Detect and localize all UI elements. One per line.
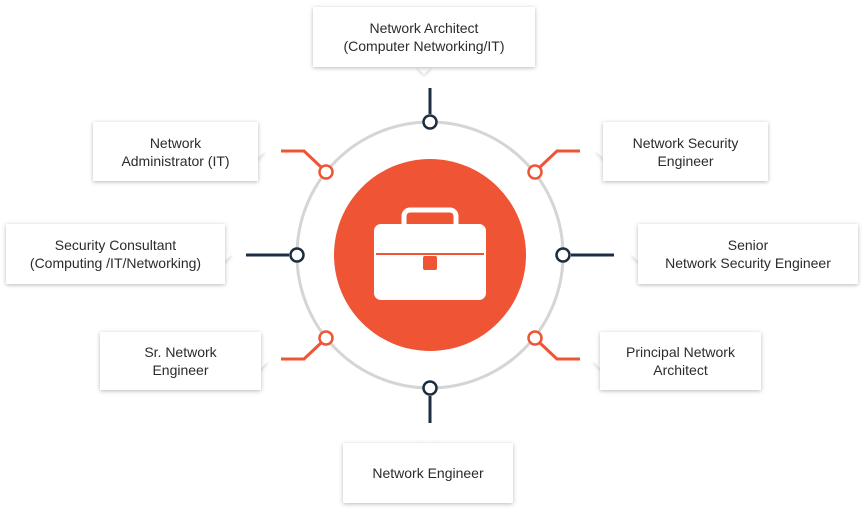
- role-label: Principal Network Architect: [626, 344, 735, 378]
- connector-bottom: [422, 380, 438, 423]
- role-box-upper-right: Network Security Engineer: [595, 122, 768, 181]
- connector-lower-right: [527, 330, 580, 361]
- connector-mid-right: [555, 247, 614, 263]
- role-box-upper-left: Network Administrator (IT): [93, 122, 266, 181]
- connector-upper-right: [527, 149, 580, 180]
- briefcase-icon: [374, 207, 486, 300]
- role-label: Senior Network Security Engineer: [665, 237, 831, 271]
- connector-mid-left: [246, 247, 305, 263]
- role-box-lower-left: Sr. Network Engineer: [100, 332, 269, 390]
- role-box-top: Network Architect (Computer Networking/I…: [313, 7, 535, 75]
- connector-upper-left: [281, 149, 334, 180]
- role-box-lower-right: Principal Network Architect: [592, 332, 761, 390]
- connector-lower-left: [281, 330, 334, 361]
- role-label: Sr. Network Engineer: [144, 344, 217, 378]
- role-box-bottom: Network Engineer: [343, 435, 513, 503]
- role-box-mid-left: Security Consultant (Computing /IT/Netwo…: [6, 224, 233, 284]
- role-box-mid-right: Senior Network Security Engineer: [630, 224, 858, 284]
- role-label: Network Architect (Computer Networking/I…: [343, 20, 505, 54]
- connector-top: [422, 88, 438, 130]
- role-label: Network Security Engineer: [632, 134, 739, 169]
- role-label: Network Engineer: [372, 465, 484, 481]
- role-label: Security Consultant (Computing /IT/Netwo…: [29, 237, 202, 271]
- role-label: Network Administrator (IT): [121, 134, 230, 169]
